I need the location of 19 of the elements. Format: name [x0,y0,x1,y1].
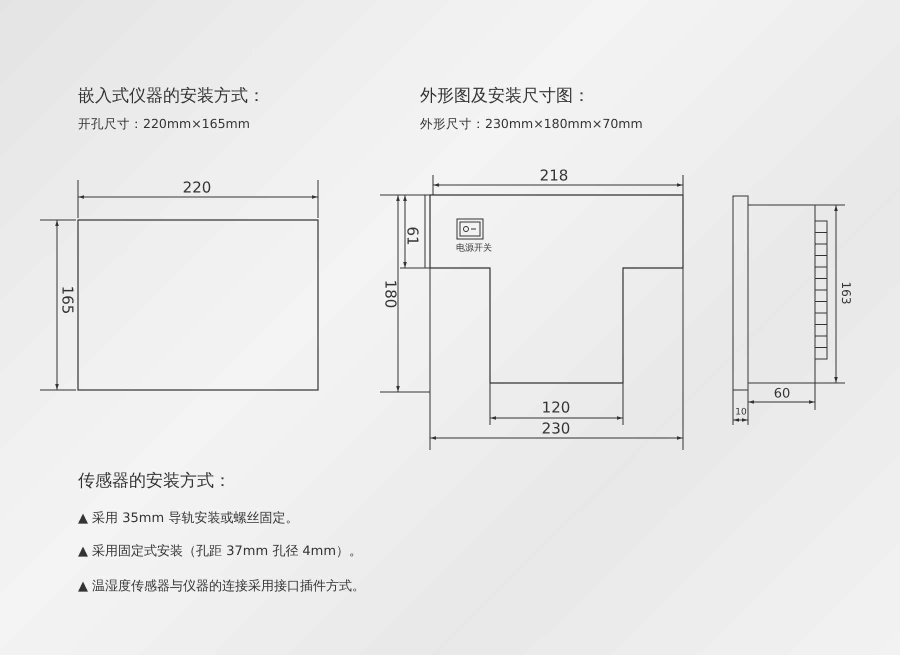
section-heading: 外形图及安装尺寸图： [420,88,590,105]
bullet-text: ▲ 采用 35mm 导轨安装或螺丝固定。 [78,512,298,525]
dimension-value: 230 [542,422,570,436]
switch-label: 电源开关 [456,244,492,254]
cutout-size-note: 开孔尺寸：220mm×165mm [78,118,250,130]
dimension-value: 61 [404,226,420,246]
dimension-value: 120 [542,400,570,416]
section-heading: 嵌入式仪器的安装方式： [78,88,265,105]
bullet-text: ▲ 温湿度传感器与仪器的连接采用接口插件方式。 [78,580,366,593]
dimension-value: 60 [774,388,790,400]
dimension-value: 220 [182,180,212,196]
dimension-value: 163 [840,282,852,304]
section-heading: 传感器的安装方式： [78,473,231,490]
bullet-text: ▲ 采用固定式安装（孔距 37mm 孔径 4mm）。 [78,545,362,558]
outline-size-note: 外形尺寸：230mm×180mm×70mm [420,118,643,130]
dimension-value: 218 [540,168,568,184]
dimension-value: 180 [382,280,398,308]
dimension-value: 10 [735,408,747,418]
dimension-value: 165 [60,286,74,314]
